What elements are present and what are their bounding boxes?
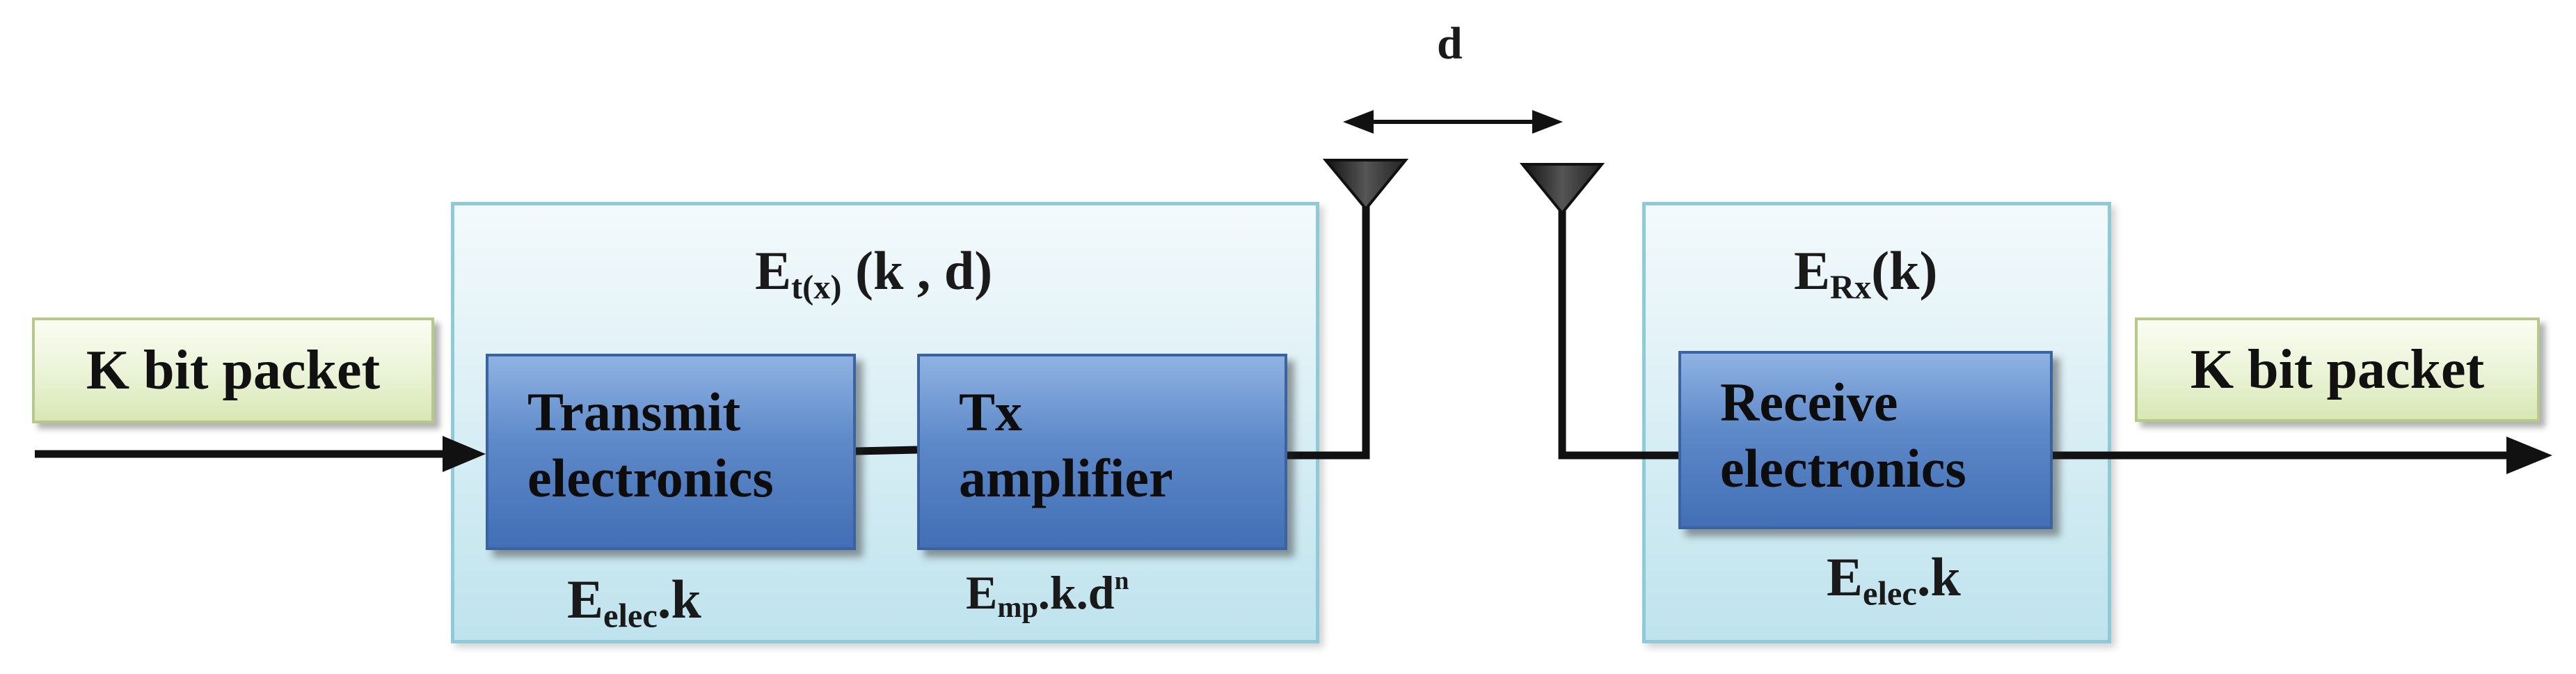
tx-antenna-line xyxy=(1287,182,1370,460)
te-energy-rest: .k xyxy=(657,569,701,629)
transmit-electronics-block: Transmit electronics xyxy=(486,354,856,550)
re-energy-rest: .k xyxy=(1916,547,1961,607)
tx-amplifier-line2: amplifier xyxy=(959,448,1173,509)
tx-amplifier-line1: Tx xyxy=(959,382,1023,442)
transmit-electronics-line2: electronics xyxy=(527,448,774,509)
tx-internal-line xyxy=(855,446,918,455)
input-packet-box: K bit packet xyxy=(32,318,434,423)
distance-arrowhead-right xyxy=(1532,110,1563,134)
tx-energy-rest: (k , d) xyxy=(841,240,993,301)
transmit-electronics-line1: Transmit xyxy=(527,382,741,442)
receive-electronics-line2: electronics xyxy=(1720,438,1966,499)
tx-amplifier-energy: Emp.k.dn xyxy=(966,568,1129,622)
receive-electronics-block: Receive electronics xyxy=(1678,351,2053,529)
tx-antenna-icon xyxy=(1322,159,1409,212)
amp-energy-base: E xyxy=(966,566,998,620)
tx-energy-sub: t(x) xyxy=(791,269,842,306)
distance-label: d xyxy=(1437,18,1463,69)
rx-antenna-icon xyxy=(1519,163,1605,216)
re-energy-sub: elec xyxy=(1863,575,1917,613)
rx-energy-sub: Rx xyxy=(1830,269,1872,306)
output-arrowhead xyxy=(2506,437,2552,474)
amp-energy-sub: mp xyxy=(997,590,1038,624)
transmitter-energy-label: Et(x) (k , d) xyxy=(755,244,992,305)
te-energy-base: E xyxy=(567,569,604,629)
rx-energy-base: E xyxy=(1794,240,1831,301)
rx-energy-rest: (k) xyxy=(1871,240,1938,301)
output-packet-box: K bit packet xyxy=(2135,318,2540,422)
amp-energy-rest: .k.d xyxy=(1037,566,1115,620)
distance-arrowhead-left xyxy=(1343,110,1374,134)
amp-energy-sup: n xyxy=(1114,567,1129,595)
receive-electronics-line1: Receive xyxy=(1720,372,1898,432)
input-packet-label: K bit packet xyxy=(86,339,381,401)
rx-antenna-line xyxy=(1558,187,1683,460)
tx-amplifier-block: Tx amplifier xyxy=(917,354,1287,550)
input-arrowhead xyxy=(443,436,486,472)
te-energy-sub: elec xyxy=(603,597,658,635)
transmit-electronics-energy: Eelec.k xyxy=(567,572,701,634)
receiver-energy-label: ERx(k) xyxy=(1794,244,1937,305)
output-packet-label: K bit packet xyxy=(2190,338,2485,400)
receive-electronics-energy: Eelec.k xyxy=(1827,550,1961,611)
tx-energy-base: E xyxy=(755,240,792,301)
re-energy-base: E xyxy=(1827,547,1863,607)
